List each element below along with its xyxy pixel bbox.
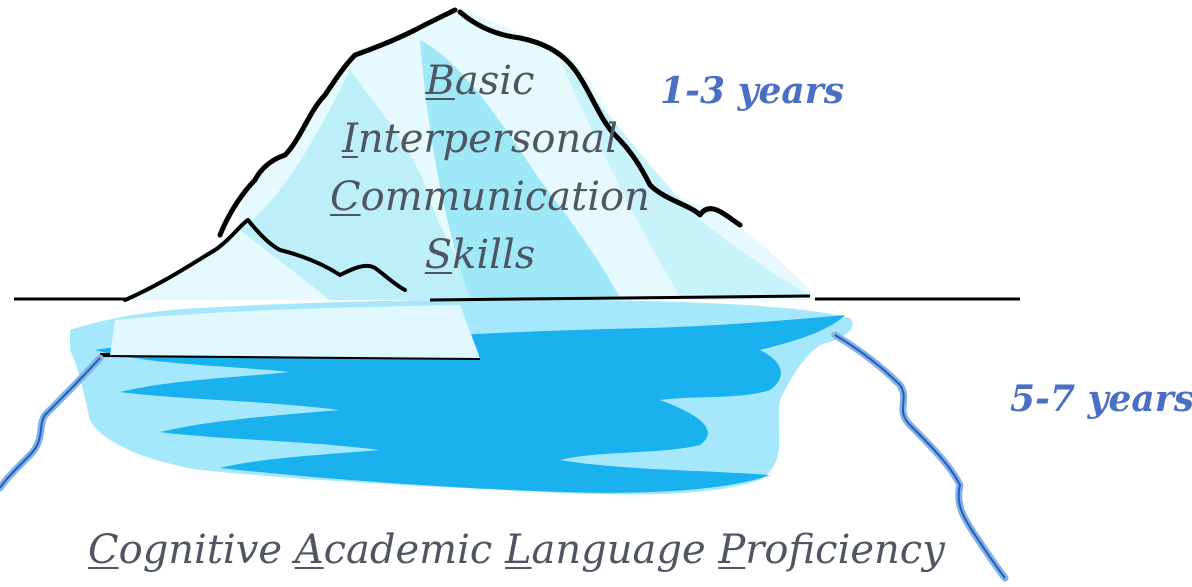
iceberg-shade-1 xyxy=(240,70,480,300)
calp-initial: P xyxy=(718,527,746,573)
calp-rest: ognitive xyxy=(118,527,282,573)
bics-rest: ommunication xyxy=(360,174,650,220)
iceberg-ridge-main xyxy=(217,7,743,238)
calp-initial: A xyxy=(294,527,324,573)
calp-rest: roficiency xyxy=(745,527,945,573)
bics-rest: kills xyxy=(452,232,536,278)
submerged-outline-left-inner xyxy=(0,357,101,489)
below-water-duration: 5-7 years xyxy=(1010,378,1192,420)
bics-initial: C xyxy=(330,174,361,220)
bics-initial: B xyxy=(425,58,455,104)
iceberg-waterline-shelf xyxy=(99,353,481,360)
calp-initial: L xyxy=(504,527,532,573)
submerged-outline-left xyxy=(0,354,104,492)
calp-initial: C xyxy=(88,527,119,573)
iceberg-shade-3 xyxy=(560,60,812,296)
bics-label: Basic Interpersonal Communication Skills xyxy=(330,52,650,284)
iceberg-base-waves xyxy=(95,315,845,493)
calp-label: Cognitive Academic Language Proficiency xyxy=(88,527,945,573)
above-water-duration: 1-3 years xyxy=(660,70,844,112)
calp-rest: cademic xyxy=(323,527,493,573)
bics-rest: asic xyxy=(454,58,535,104)
bics-line-skills: Skills xyxy=(330,226,630,284)
iceberg-waterline-shelf-2 xyxy=(429,294,811,302)
bics-rest: nterpersonal xyxy=(357,116,618,162)
iceberg-ridge-lower xyxy=(123,218,407,302)
bics-initial: S xyxy=(424,232,453,278)
bics-initial: I xyxy=(342,116,358,162)
bics-line-interpersonal: Interpersonal xyxy=(330,110,630,168)
submerged-outline-right-inner xyxy=(834,334,1006,579)
iceberg-shade-2 xyxy=(420,40,620,298)
bics-line-basic: Basic xyxy=(330,52,630,110)
iceberg-ledge-white xyxy=(110,305,480,358)
bics-line-communication: Communication xyxy=(330,168,650,226)
calp-rest: anguage xyxy=(531,527,706,573)
